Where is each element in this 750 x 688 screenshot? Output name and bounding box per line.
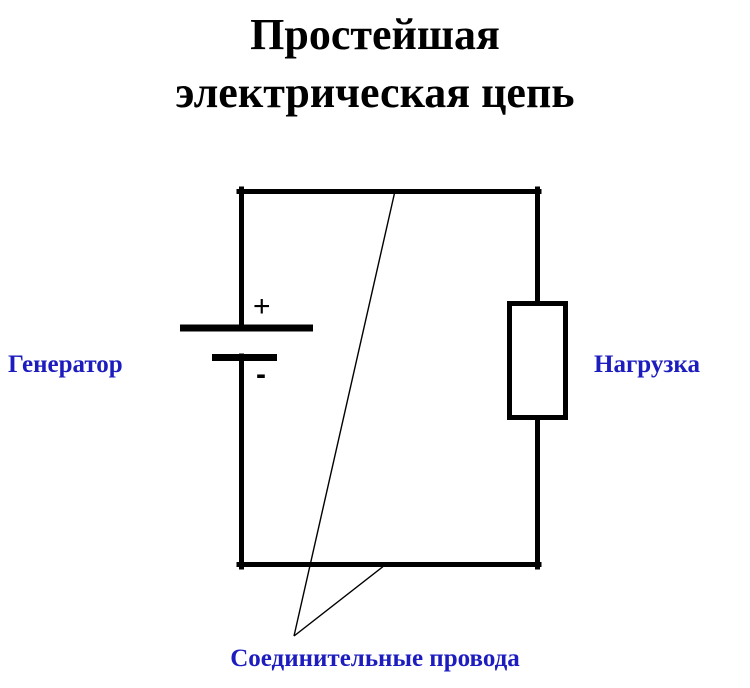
wires-leader-short — [293, 564, 386, 637]
label-load: Нагрузка — [594, 351, 700, 378]
page-title-line-2: электрическая цепь — [175, 68, 575, 117]
label-connecting-wires: Соединительные провода — [230, 645, 520, 672]
resistor-body — [507, 301, 568, 420]
wires-leader-long — [293, 190, 396, 637]
label-generator: Генератор — [8, 351, 123, 378]
page-title-line-1: Простейшая — [250, 10, 500, 59]
page-title: Простейшая электрическая цепь — [0, 6, 750, 122]
battery-minus-label: - — [256, 358, 266, 391]
battery-plus-label: + — [253, 290, 271, 323]
